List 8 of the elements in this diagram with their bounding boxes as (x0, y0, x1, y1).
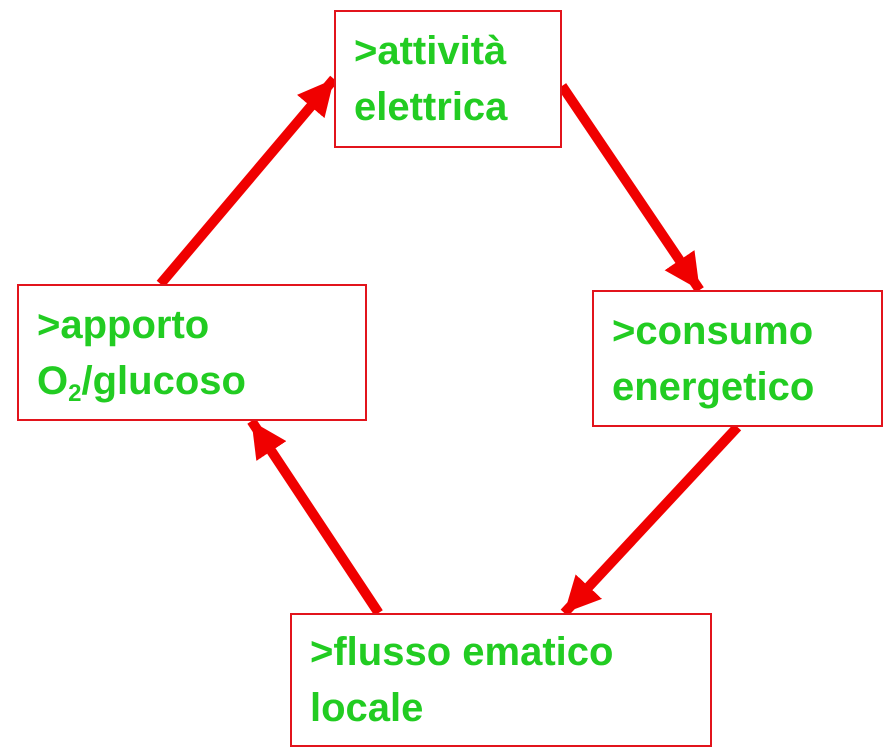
process-box (290, 613, 712, 747)
box-label: >flusso ematico locale (310, 629, 614, 732)
process-box (17, 284, 367, 421)
process-box (592, 290, 883, 427)
box-label: >consumo energetico (612, 308, 816, 410)
box-label: >apporto O$_{2}$/glucoso (37, 302, 247, 408)
process-box (334, 10, 562, 148)
box-label: >attività elettrica (354, 28, 509, 131)
